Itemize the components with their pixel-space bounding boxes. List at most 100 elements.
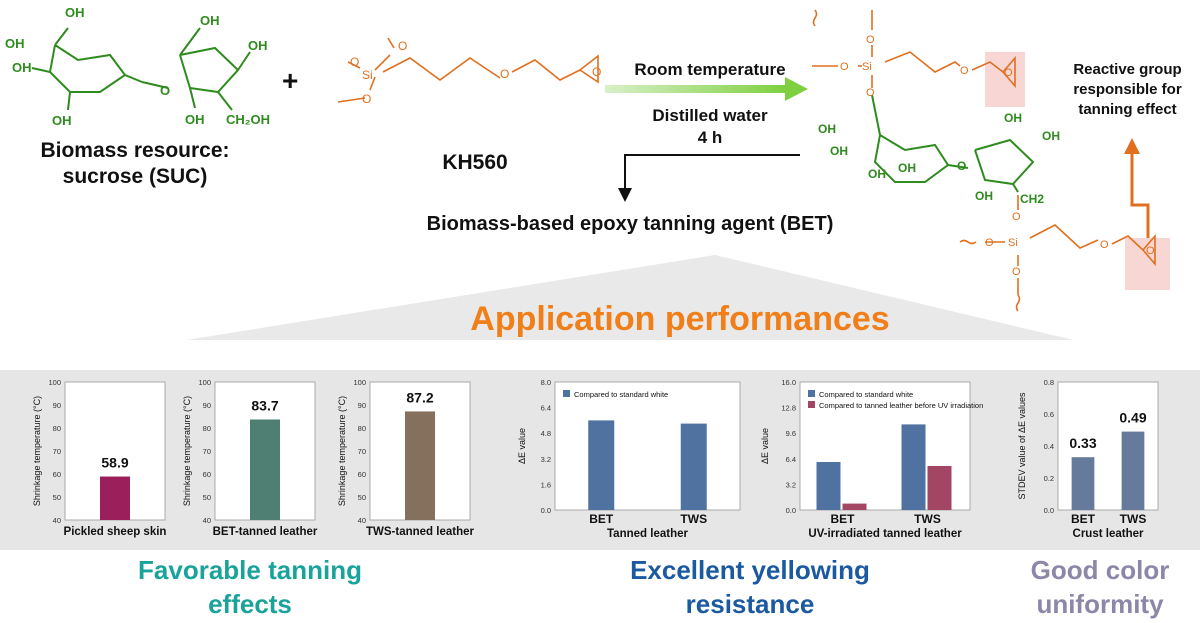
legend-label: Compared to tanned leather before UV irr… bbox=[819, 401, 983, 410]
y-tick-label: 12.8 bbox=[781, 404, 796, 413]
kh560-label: KH560 bbox=[442, 151, 508, 174]
y-tick-label: 9.6 bbox=[786, 429, 796, 438]
bar bbox=[250, 419, 280, 520]
bar bbox=[588, 420, 615, 510]
oh-label: OH bbox=[868, 167, 886, 181]
category-yellowing: Excellent yellowing resistance bbox=[630, 555, 870, 619]
y-tick-label: 80 bbox=[358, 424, 366, 433]
x-axis-label: Crust leather bbox=[1073, 528, 1144, 540]
o-label: O bbox=[1012, 211, 1021, 223]
oh-label: OH bbox=[1042, 129, 1060, 143]
bar bbox=[927, 466, 952, 510]
bar bbox=[842, 503, 867, 510]
bet-sugar-core bbox=[871, 94, 1035, 193]
o-label: O bbox=[985, 237, 994, 249]
application-title: Application performances bbox=[470, 300, 890, 338]
o-label: O bbox=[160, 83, 170, 98]
oh-label: OH bbox=[65, 5, 85, 20]
reactive-arrow bbox=[1130, 152, 1150, 238]
x-tick-label: TWS bbox=[680, 512, 707, 526]
y-axis-label: STDEV value of ΔE values bbox=[1017, 392, 1027, 500]
x-tick-label: BET bbox=[831, 512, 856, 526]
bar bbox=[901, 424, 926, 510]
oh-label: OH bbox=[898, 161, 916, 175]
si-label: Si bbox=[862, 61, 872, 73]
oh-label: OH bbox=[818, 122, 836, 136]
x-axis-label: Pickled sheep skin bbox=[64, 526, 167, 538]
x-tick-label: TWS bbox=[914, 512, 941, 526]
chart-plot-area bbox=[554, 381, 741, 511]
y-axis-label: Shrinkage temperature (°C) bbox=[32, 396, 42, 506]
si-label: Si bbox=[1008, 237, 1018, 249]
y-tick-label: 90 bbox=[358, 401, 366, 410]
legend-swatch bbox=[808, 401, 815, 408]
si-label: Si bbox=[362, 68, 373, 82]
y-axis-label: ΔE value bbox=[760, 428, 770, 464]
o-label: O bbox=[1004, 67, 1013, 79]
y-tick-label: 60 bbox=[358, 470, 366, 479]
o-label: O bbox=[960, 65, 969, 77]
sucrose-structure bbox=[31, 27, 251, 111]
x-axis-label: TWS-tanned leather bbox=[366, 526, 475, 538]
sucrose-label: Biomass resource: sucrose (SUC) bbox=[40, 139, 230, 188]
oh-label: OH bbox=[12, 60, 32, 75]
x-axis-label: Tanned leather bbox=[607, 528, 688, 540]
y-tick-label: 60 bbox=[53, 470, 61, 479]
o-label: O bbox=[1012, 266, 1021, 278]
bar bbox=[405, 411, 435, 520]
y-tick-label: 70 bbox=[358, 447, 366, 456]
o-label: O bbox=[866, 34, 875, 46]
o-label: O bbox=[500, 67, 509, 81]
o-label: O bbox=[398, 39, 407, 53]
y-tick-label: 90 bbox=[203, 401, 211, 410]
oh-label: OH bbox=[200, 13, 220, 28]
y-tick-label: 6.4 bbox=[541, 404, 551, 413]
reaction-arrow bbox=[605, 85, 785, 93]
y-tick-label: 100 bbox=[198, 378, 211, 387]
x-tick-label: TWS bbox=[1120, 512, 1147, 526]
y-tick-label: 100 bbox=[48, 378, 61, 387]
y-tick-label: 50 bbox=[203, 493, 211, 502]
ch2-label: CH2 bbox=[1020, 192, 1044, 206]
oh-label: OH bbox=[185, 112, 205, 127]
y-tick-label: 0.4 bbox=[1044, 442, 1054, 451]
y-axis-label: Shrinkage temperature (°C) bbox=[337, 396, 347, 506]
legend-swatch bbox=[563, 390, 570, 397]
o-label: O bbox=[1100, 239, 1109, 251]
x-tick-label: BET bbox=[1071, 512, 1096, 526]
y-tick-label: 0.6 bbox=[1044, 410, 1054, 419]
x-axis-label: BET-tanned leather bbox=[213, 526, 318, 538]
y-tick-label: 0.0 bbox=[541, 506, 551, 515]
y-tick-label: 16.0 bbox=[781, 378, 796, 387]
y-tick-label: 60 bbox=[203, 470, 211, 479]
kh560-structure bbox=[337, 37, 599, 103]
y-axis-label: ΔE value bbox=[517, 428, 527, 464]
y-tick-label: 3.2 bbox=[786, 480, 796, 489]
reactive-group-note: Reactive group responsible for tanning e… bbox=[1073, 61, 1182, 118]
o-label: O bbox=[362, 92, 371, 106]
oh-label: OH bbox=[1004, 111, 1022, 125]
bet-product-structure bbox=[812, 9, 1156, 312]
y-tick-label: 80 bbox=[203, 424, 211, 433]
bar bbox=[1071, 457, 1095, 510]
y-tick-label: 90 bbox=[53, 401, 61, 410]
category-uniformity: Good color uniformity bbox=[1030, 555, 1170, 619]
y-tick-label: 40 bbox=[53, 516, 61, 525]
y-axis-label: Shrinkage temperature (°C) bbox=[182, 396, 192, 506]
oh-label: OH bbox=[248, 38, 268, 53]
y-tick-label: 70 bbox=[203, 447, 211, 456]
y-tick-label: 0.0 bbox=[1044, 506, 1054, 515]
y-tick-label: 0.8 bbox=[1044, 378, 1054, 387]
condition-time: 4 h bbox=[697, 128, 723, 147]
scheme-svg: OH OH OH OH OH OH OH CH₂OH O O O Si O O … bbox=[5, 5, 1170, 340]
y-tick-label: 100 bbox=[353, 378, 366, 387]
o-label: O bbox=[840, 61, 849, 73]
y-tick-label: 40 bbox=[358, 516, 366, 525]
y-tick-label: 80 bbox=[53, 424, 61, 433]
condition-solvent: Distilled water bbox=[652, 106, 768, 125]
x-tick-label: BET bbox=[589, 512, 614, 526]
data-label: 0.49 bbox=[1119, 410, 1146, 426]
oh-label: OH bbox=[52, 113, 72, 128]
data-label: 87.2 bbox=[406, 389, 433, 405]
